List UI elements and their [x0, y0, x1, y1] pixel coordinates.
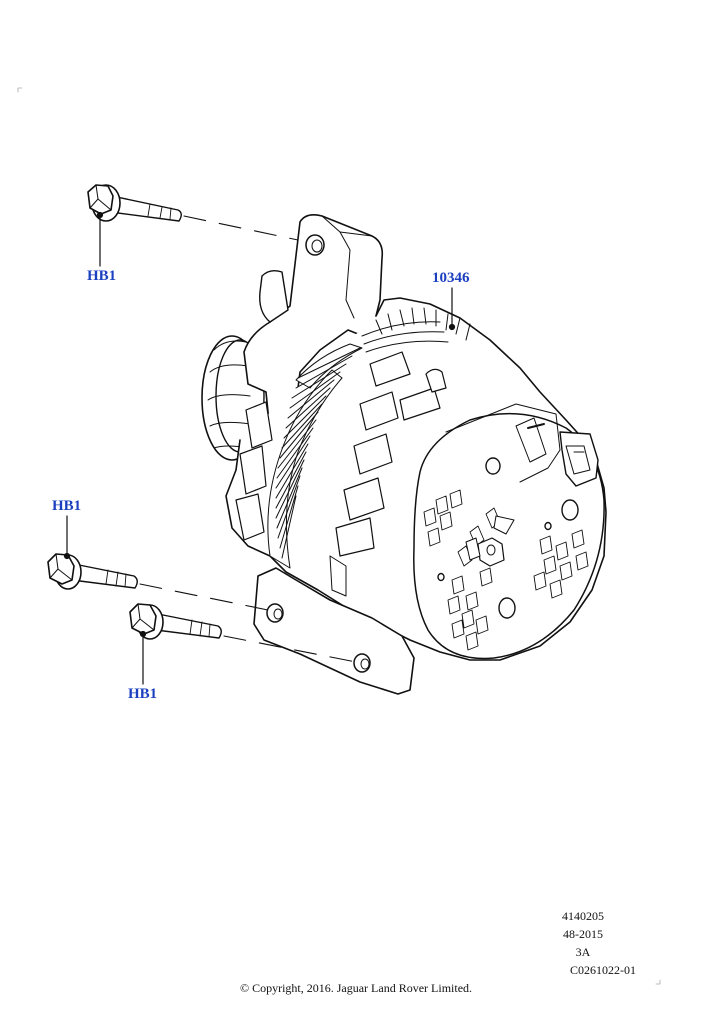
front-housing-vents [235, 351, 447, 557]
reference-revision: 3A [575, 945, 591, 959]
callout-10346-leader [448, 287, 456, 331]
bolt-bottom-axis-line [223, 635, 357, 663]
reference-date-code: 48-2015 [563, 927, 603, 941]
rear-cover [413, 403, 605, 660]
reference-illustration-id: C0261022-01 [570, 963, 636, 977]
callout-hb1-middle[interactable]: HB1 [52, 498, 82, 514]
bolt-top[interactable] [87, 184, 182, 267]
copyright-notice: © Copyright, 2016. Jaguar Land Rover Lim… [239, 981, 473, 995]
bolt-middle[interactable] [47, 515, 138, 590]
reference-number: 4140205 [562, 909, 604, 923]
callout-hb1-bottom[interactable]: HB1 [128, 686, 158, 702]
callout-hb1-top[interactable]: HB1 [87, 268, 117, 284]
upper-mounting-bracket [243, 214, 393, 437]
stator-fins [267, 307, 471, 569]
bolt-middle-axis-line [139, 583, 269, 611]
alternator[interactable] [201, 214, 607, 695]
lower-mounting-bracket [253, 555, 415, 695]
electrical-connector [559, 431, 599, 487]
callout-10346-alternator[interactable]: 10346 [432, 270, 470, 286]
illustration-reference-block: 4140205 48-2015 3A C0261022-01 [528, 907, 638, 979]
bolt-bottom[interactable] [129, 603, 222, 685]
bolt-top-axis-line [183, 215, 299, 241]
